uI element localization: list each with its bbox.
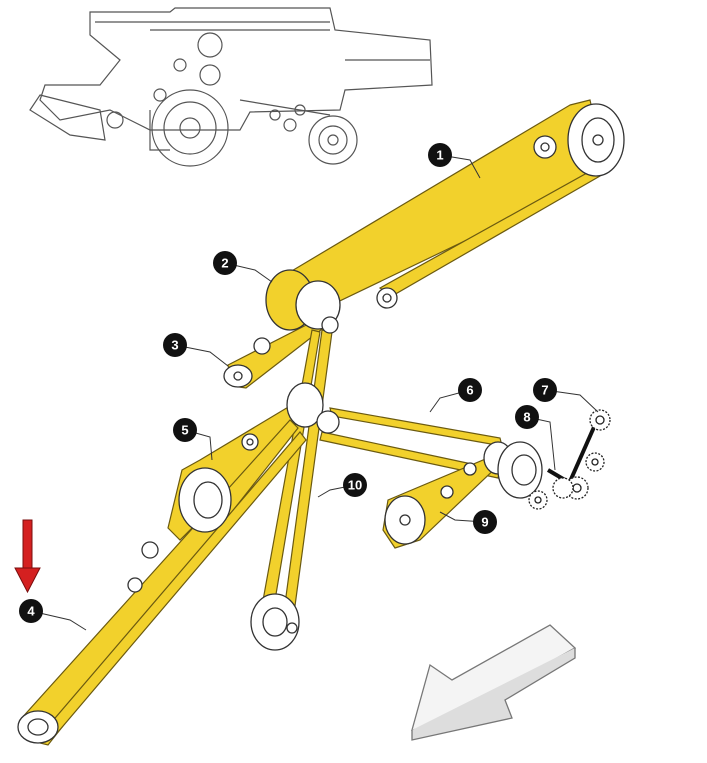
belt-4-left xyxy=(19,419,299,746)
callout-1: 1 xyxy=(428,143,452,167)
svg-text:1: 1 xyxy=(436,148,443,163)
svg-text:4: 4 xyxy=(27,604,35,619)
svg-text:10: 10 xyxy=(348,478,362,493)
callout-7: 7 xyxy=(533,378,557,402)
callout-10: 10 xyxy=(343,473,367,497)
belt-4-right xyxy=(49,431,307,733)
svg-text:6: 6 xyxy=(466,383,473,398)
callout-8: 8 xyxy=(515,405,539,429)
pulleys xyxy=(17,103,625,744)
svg-text:9: 9 xyxy=(481,515,488,530)
combine-harvester-outline xyxy=(29,7,433,167)
svg-text:8: 8 xyxy=(523,410,530,425)
chain-drive xyxy=(528,409,611,510)
callout-3: 3 xyxy=(163,333,187,357)
direction-arrow-icon xyxy=(411,624,577,741)
callout-6: 6 xyxy=(458,378,482,402)
callout-5: 5 xyxy=(173,418,197,442)
belt-6-bottom xyxy=(319,431,501,479)
red-down-arrow-icon xyxy=(14,519,41,594)
svg-text:5: 5 xyxy=(181,423,188,438)
svg-text:3: 3 xyxy=(171,338,178,353)
svg-text:2: 2 xyxy=(221,256,228,271)
callout-4: 4 xyxy=(19,599,43,623)
callout-9: 9 xyxy=(473,510,497,534)
svg-text:7: 7 xyxy=(541,383,548,398)
callout-2: 2 xyxy=(213,251,237,275)
